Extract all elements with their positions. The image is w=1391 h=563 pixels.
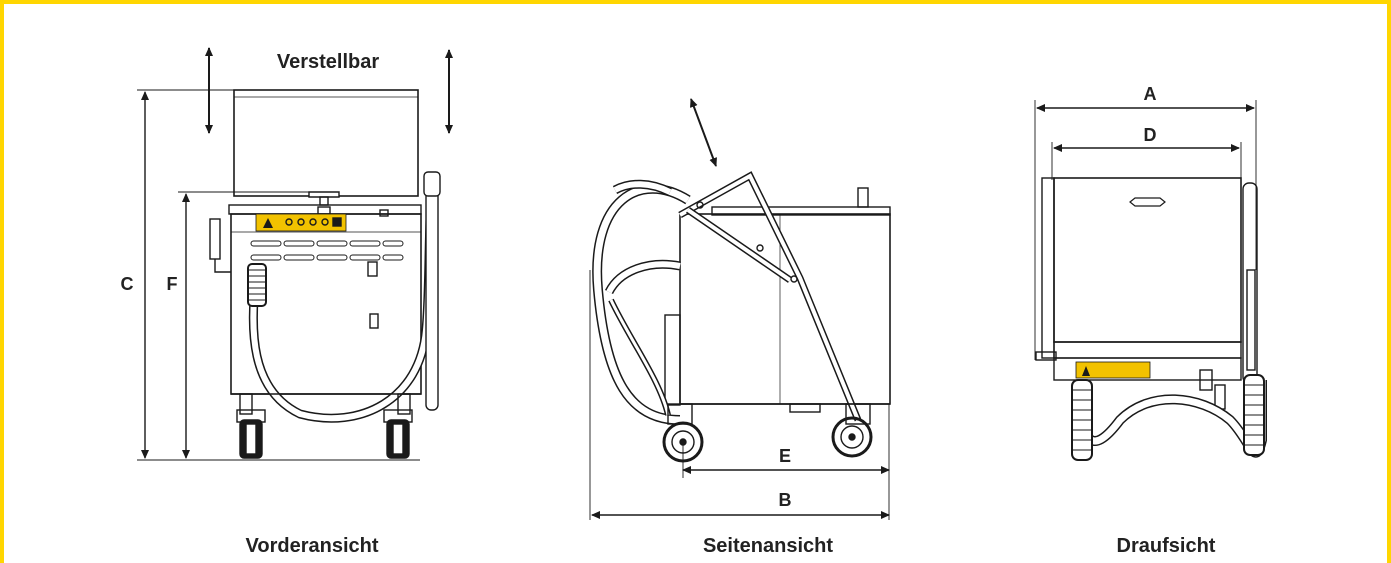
front-crank: [209, 218, 221, 260]
top-lid: [1053, 177, 1242, 343]
front-control-panel: [255, 213, 347, 232]
dim-a-label: A: [1144, 84, 1157, 104]
top-hose: [1075, 380, 1267, 458]
front-knob: [308, 191, 340, 198]
front-lid: [233, 89, 419, 197]
handle-adjust-arrow-icon: [690, 98, 717, 167]
front-view-title: Vorderansicht: [246, 535, 379, 557]
front-wheel-left-icon: [236, 409, 266, 459]
side-view: [589, 98, 891, 520]
top-view: [1034, 100, 1267, 461]
dim-f-label: F: [167, 274, 178, 294]
top-view-title: Draufsicht: [1117, 535, 1216, 557]
front-wheel-right-icon: [383, 409, 413, 459]
front-vents: [250, 240, 404, 261]
adjustable-label: Verstellbar: [277, 51, 380, 73]
dim-d-label: D: [1144, 125, 1157, 145]
top-knob: [1129, 197, 1166, 207]
top-control-panel: [1075, 361, 1151, 379]
dim-e-label: E: [779, 446, 791, 466]
dim-c-label: C: [121, 274, 134, 294]
dim-b-label: B: [779, 490, 792, 510]
side-wheel-right-icon: [831, 403, 873, 458]
front-view: [137, 47, 453, 461]
side-view-title: Seitenansicht: [703, 535, 833, 557]
